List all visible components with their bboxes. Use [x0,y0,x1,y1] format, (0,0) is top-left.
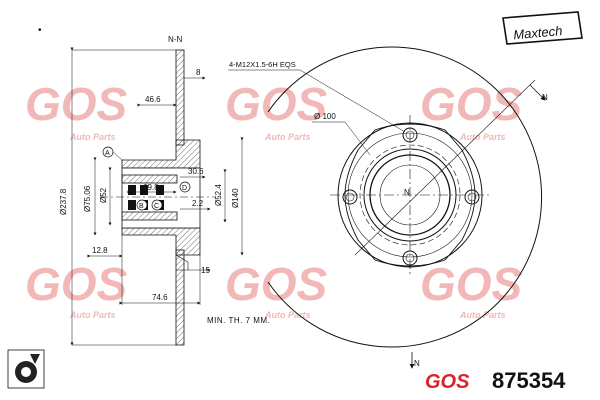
pcd-leader [344,121,371,156]
watermark-sub: Auto Parts [264,310,311,320]
gos-logo: GOS [425,371,470,393]
disc-outer-edge [267,46,543,348]
dim-outer-diameter: Ø237.8 [59,188,68,215]
watermark-sub: Auto Parts [459,132,506,142]
dim-diameter-140: Ø140 [231,188,240,208]
watermark-sub: Auto Parts [69,310,116,320]
callout-d: D [179,181,191,193]
watermark-logo: GOS [420,78,523,130]
watermark-layer: GOS Auto Parts GOS Auto Parts GOS Auto P… [25,78,523,320]
disc-warning-icon [7,349,45,389]
watermark-logo: GOS [25,78,128,130]
center-n-label: N [404,188,410,197]
bearing-race-bottom [121,211,178,221]
watermark-logo: GOS [25,258,128,310]
hub-top [121,139,201,169]
dim-width-8: 8 [196,68,201,77]
min-thickness-label: MIN. TH. 7 MM. [207,316,270,325]
corner-mark: • [38,25,42,36]
section-line [354,79,536,256]
watermark-logo: GOS [225,78,328,130]
maxtech-logo-text: Maxtech [513,23,563,42]
dim-diameter-52-4: Ø52.4 [214,184,223,206]
part-number: 875354 [492,368,566,393]
section-arrow-top-label: N [542,93,548,102]
disc-plate-top [175,49,185,146]
pcd-label: Ø 100 [314,112,336,121]
disc-plate-bottom [175,249,185,346]
svg-text:A: A [105,150,110,157]
hub-bottom [121,227,201,256]
section-view: N-N [59,35,270,346]
gos-brand: GOS 875354 [425,368,566,393]
dimension-lines [70,47,244,346]
dim-width-30-6: 30.6 [188,167,204,176]
bolt-pattern-label: 4-M12X1.5-6H EQS [229,60,296,69]
front-view: 4-M12X1.5-6H EQS Ø 100 N N N [228,46,548,369]
svg-text:D: D [182,185,187,192]
callout-b: B [136,199,148,211]
callout-c: C [151,199,163,211]
section-label: N-N [168,35,182,44]
dim-width-12-8: 12.8 [92,246,108,255]
dim-width-2-2: 2.2 [192,199,204,208]
watermark-sub: Auto Parts [459,310,506,320]
dim-width-15: 15 [201,266,210,275]
section-arrow-bottom-label: N [414,359,420,368]
watermark-logo: GOS [420,258,523,310]
watermark-sub: Auto Parts [69,132,116,142]
svg-text:B: B [139,203,144,210]
hub-tab [175,254,189,271]
bearing-race-top [121,174,178,184]
bolt-spec-leader [299,69,406,133]
dim-width-74-6: 74.6 [152,293,168,302]
section-arrow-top [529,84,546,101]
dim-width-69-8: 69.8 [143,183,159,192]
callout-a: A [102,146,123,161]
watermark-logo: GOS [225,258,328,310]
watermark-sub: Auto Parts [264,132,311,142]
maxtech-logo: Maxtech [502,11,583,45]
dim-width-46-6: 46.6 [145,95,161,104]
dim-diameter-75: Ø75.06 [83,185,92,212]
svg-text:C: C [154,203,159,210]
dim-diameter-52: Ø52 [99,187,108,203]
